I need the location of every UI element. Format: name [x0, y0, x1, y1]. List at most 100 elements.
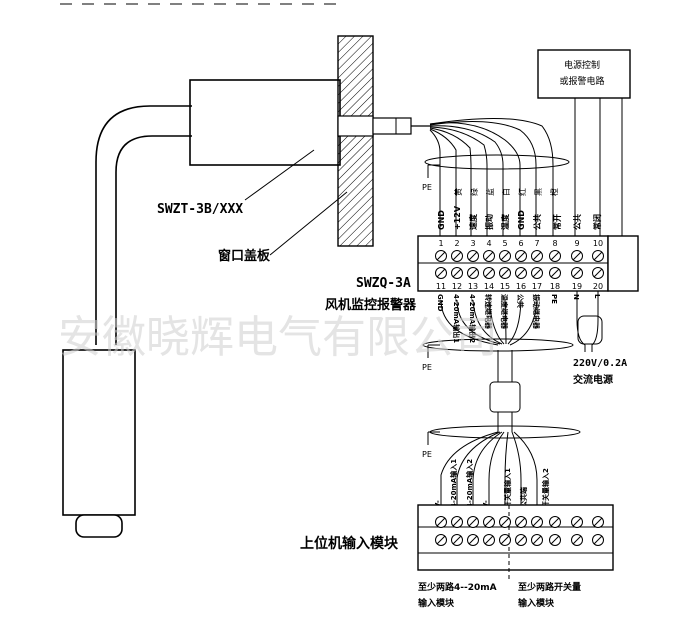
power-control-box: [537, 49, 631, 236]
sensor-cable-fan: [424, 117, 570, 236]
output-cable: [422, 299, 581, 512]
power-box-line1: 电源控制: [564, 59, 600, 71]
terminal-label: V-: [482, 500, 490, 508]
pe-label-mid: PE: [422, 363, 432, 372]
terminal-label: 振动: [484, 214, 494, 230]
terminal-label: +12V: [453, 205, 462, 230]
screw-slot: [468, 251, 478, 261]
terminal-label: 公共: [572, 214, 582, 230]
terminal-number: 14: [484, 282, 494, 291]
screw-slot: [484, 251, 494, 261]
terminal-label: 4-20mA输出2: [468, 294, 477, 343]
terminal-label: GND: [436, 294, 444, 312]
screw-slot: [436, 535, 446, 545]
terminal-label: 4-20mA输入1: [449, 459, 458, 508]
screw-slot: [436, 251, 446, 261]
terminal-number: 11: [436, 282, 446, 291]
screw-slot: [468, 517, 478, 527]
host-terminal-labels: V- 4-20mA输入1 4-20mA输入2 V- 开关量输入1 公共端 开关量…: [434, 459, 550, 508]
wire-color-tags: 黄 绿 蓝 白 红 黑 橙: [453, 188, 559, 196]
ac-name-label: 交流电源: [573, 373, 613, 386]
screw-slot: [516, 251, 526, 261]
screw-slot: [550, 535, 560, 545]
bottom-terminal-labels: GND 4-20mA输出1 4-20mA输出2 转速继电器 温度继电器 公共 振…: [436, 294, 601, 343]
screw-slot: [468, 268, 478, 278]
screw-slot: [550, 251, 560, 261]
watermark: 安徽晓辉电气有限公司: [58, 312, 498, 363]
terminal-number: 7: [534, 239, 539, 248]
terminal-label: 温度继电器: [500, 294, 509, 330]
sensor-model-label: SWZT-3B/XXX: [157, 202, 243, 217]
host-module-label: 上位机输入模块: [300, 535, 399, 552]
screw-slot: [500, 251, 510, 261]
analog-module-line1: 至少两路4--20mA: [418, 581, 497, 593]
terminal-number: 6: [518, 239, 523, 248]
wire-tag: 蓝: [485, 188, 495, 196]
screw-slot: [436, 517, 446, 527]
window-cover-label: 窗口盖板: [218, 248, 271, 264]
terminal-label: 常闭: [592, 214, 602, 230]
screw-slot: [452, 251, 462, 261]
terminal-label: 转速继电器: [484, 294, 493, 330]
screw-slot: [593, 517, 603, 527]
pe-label-bottom: PE: [422, 450, 432, 459]
terminal-label: 速度: [468, 213, 478, 230]
screw-slot: [500, 535, 510, 545]
terminal-label: 常开: [552, 214, 562, 230]
ac-power-input: [576, 291, 603, 352]
screw-slot: [572, 251, 582, 261]
terminal-label: V-: [434, 500, 442, 508]
terminal-label: 开关量输入2: [541, 468, 550, 508]
terminal-number: 9: [574, 239, 579, 248]
screw-slot: [532, 535, 542, 545]
screw-slot: [484, 517, 494, 527]
screw-slot: [500, 268, 510, 278]
screw-slot: [484, 268, 494, 278]
terminal-number: 19: [572, 282, 582, 291]
ac-rating-label: 220V/0.2A: [573, 358, 627, 369]
alarm-terminal-block: [417, 235, 639, 292]
terminal-number: 4: [486, 239, 491, 248]
terminal-number: 15: [500, 282, 510, 291]
terminal-label: 公共: [532, 214, 542, 230]
pe-label-top: PE: [422, 183, 432, 192]
terminal-label: 振动继电器: [532, 294, 541, 330]
screw-slot: [516, 517, 526, 527]
wire-tag: 黑: [534, 188, 543, 196]
screw-slot: [484, 535, 494, 545]
screw-slot: [468, 535, 478, 545]
terminal-number: 20: [593, 282, 603, 291]
vibration-sensor: [62, 35, 430, 538]
terminal-number: 12: [452, 282, 462, 291]
top-terminal-numbers: 1 2 3 4 5 6 7 8 9 10: [438, 239, 603, 248]
screw-slot: [572, 535, 582, 545]
screw-slot: [516, 268, 526, 278]
terminal-number: 10: [593, 239, 603, 248]
wire-tag: 橙: [549, 188, 559, 196]
screw-slot: [452, 517, 462, 527]
terminal-label: 4-20mA输入2: [465, 459, 474, 508]
terminal-label: GND: [437, 210, 446, 230]
wire-tag: 绿: [470, 188, 479, 196]
power-box-line2: 或报警电路: [559, 75, 604, 87]
screw-slot: [532, 268, 542, 278]
switch-module-line2: 输入模块: [518, 597, 555, 609]
screw-slot: [452, 535, 462, 545]
screw-slot: [500, 517, 510, 527]
terminal-label: 开关量输入1: [503, 468, 512, 508]
terminal-number: 1: [438, 239, 443, 248]
top-terminal-labels: GND +12V 速度 振动 温度 GND 公共 常开 公共 常闭: [437, 205, 602, 230]
terminal-label: L: [593, 294, 601, 299]
wire-tag: 红: [517, 188, 527, 196]
screw-slot: [452, 268, 462, 278]
screw-slot: [593, 535, 603, 545]
terminal-label: PE: [550, 294, 558, 304]
terminal-number: 18: [550, 282, 560, 291]
screw-slot: [572, 268, 582, 278]
terminal-label: N: [572, 294, 580, 300]
terminal-number: 3: [470, 239, 475, 248]
wire-tag: 白: [501, 188, 511, 196]
screw-slot: [550, 517, 560, 527]
bottom-terminal-numbers: 11 12 13 14 15 16 17 18 19 20: [436, 282, 603, 291]
